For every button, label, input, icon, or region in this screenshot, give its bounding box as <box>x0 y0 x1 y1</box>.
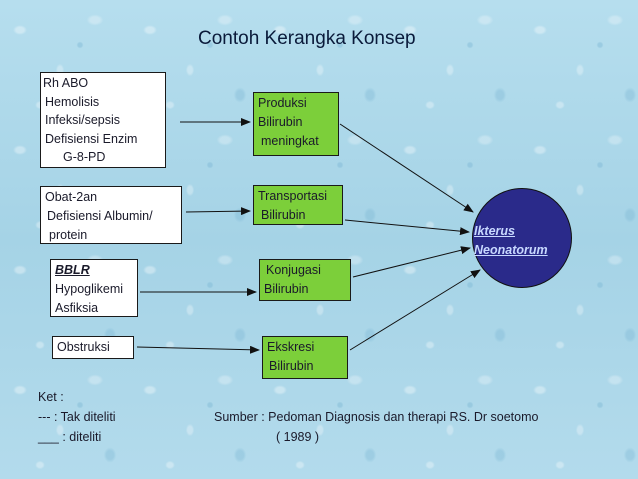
process-box-transport: Transportasi Bilirubin <box>253 185 343 225</box>
cause-box-hemolysis: Rh ABO Hemolisis Infeksi/sepsis Defisien… <box>40 72 166 168</box>
cause-box-obstruction: Obstruksi <box>52 336 134 359</box>
process-box-excretion: Ekskresi Bilirubin <box>262 336 348 379</box>
cause-line: Hypoglikemi <box>55 282 124 296</box>
cause-box-bblr: BBLR Hypoglikemi Asfiksia <box>50 259 138 317</box>
process-line: meningkat <box>261 134 319 148</box>
cause-line: Rh ABO <box>43 76 89 90</box>
outcome-label: Ikterus Neonatorum <box>474 222 548 260</box>
cause-line: G-8-PD <box>63 150 106 164</box>
cause-line: Asfiksia <box>55 301 99 315</box>
outcome-line-1: Ikterus <box>474 224 515 238</box>
arrow-transport-to-outcome <box>344 219 470 236</box>
legend-solid: ___ : diteliti <box>38 430 102 444</box>
cause-line: Obat-2an <box>45 190 98 204</box>
cause-box-drugs: Obat-2an Defisiensi Albumin/ protein <box>40 186 182 244</box>
process-line: Bilirubin <box>264 282 309 296</box>
outcome-circle <box>472 188 572 288</box>
cause-line: protein <box>49 228 88 242</box>
arrow-cause2-to-transport <box>185 207 251 216</box>
cause-line: Hemolisis <box>45 94 100 109</box>
arrow-excretion-to-outcome <box>349 269 481 351</box>
process-box-production: Produksi Bilirubin meningkat <box>253 92 339 156</box>
arrow-conjugation-to-outcome <box>352 246 471 278</box>
arrow-cause4-to-excretion <box>136 345 260 354</box>
source-line-1: Sumber : Pedoman Diagnosis dan therapi R… <box>214 410 539 424</box>
cause-line: Obstruksi <box>57 340 110 354</box>
process-line: Konjugasi <box>266 263 321 277</box>
arrow-production-to-outcome <box>339 123 474 213</box>
page-title: Contoh Kerangka Konsep <box>198 28 416 49</box>
outcome-line-2: Neonatorum <box>474 243 548 257</box>
process-line: Transportasi <box>258 189 328 203</box>
process-line: Bilirubin <box>261 208 306 222</box>
process-line: Bilirubin <box>258 115 303 129</box>
process-line: Bilirubin <box>269 359 314 373</box>
legend-heading: Ket : <box>38 390 64 404</box>
cause-line-bblr: BBLR <box>55 263 90 277</box>
cause-line: Infeksi/sepsis <box>45 113 121 127</box>
cause-line: Defisiensi Enzim <box>45 131 138 146</box>
legend-dashed: --- : Tak diteliti <box>38 410 116 424</box>
process-line: Ekskresi <box>267 340 315 354</box>
process-box-conjugation: Konjugasi Bilirubin <box>259 259 351 301</box>
process-line: Produksi <box>258 96 307 110</box>
source-line-2: ( 1989 ) <box>276 430 320 444</box>
cause-line: Defisiensi Albumin/ <box>47 209 153 223</box>
